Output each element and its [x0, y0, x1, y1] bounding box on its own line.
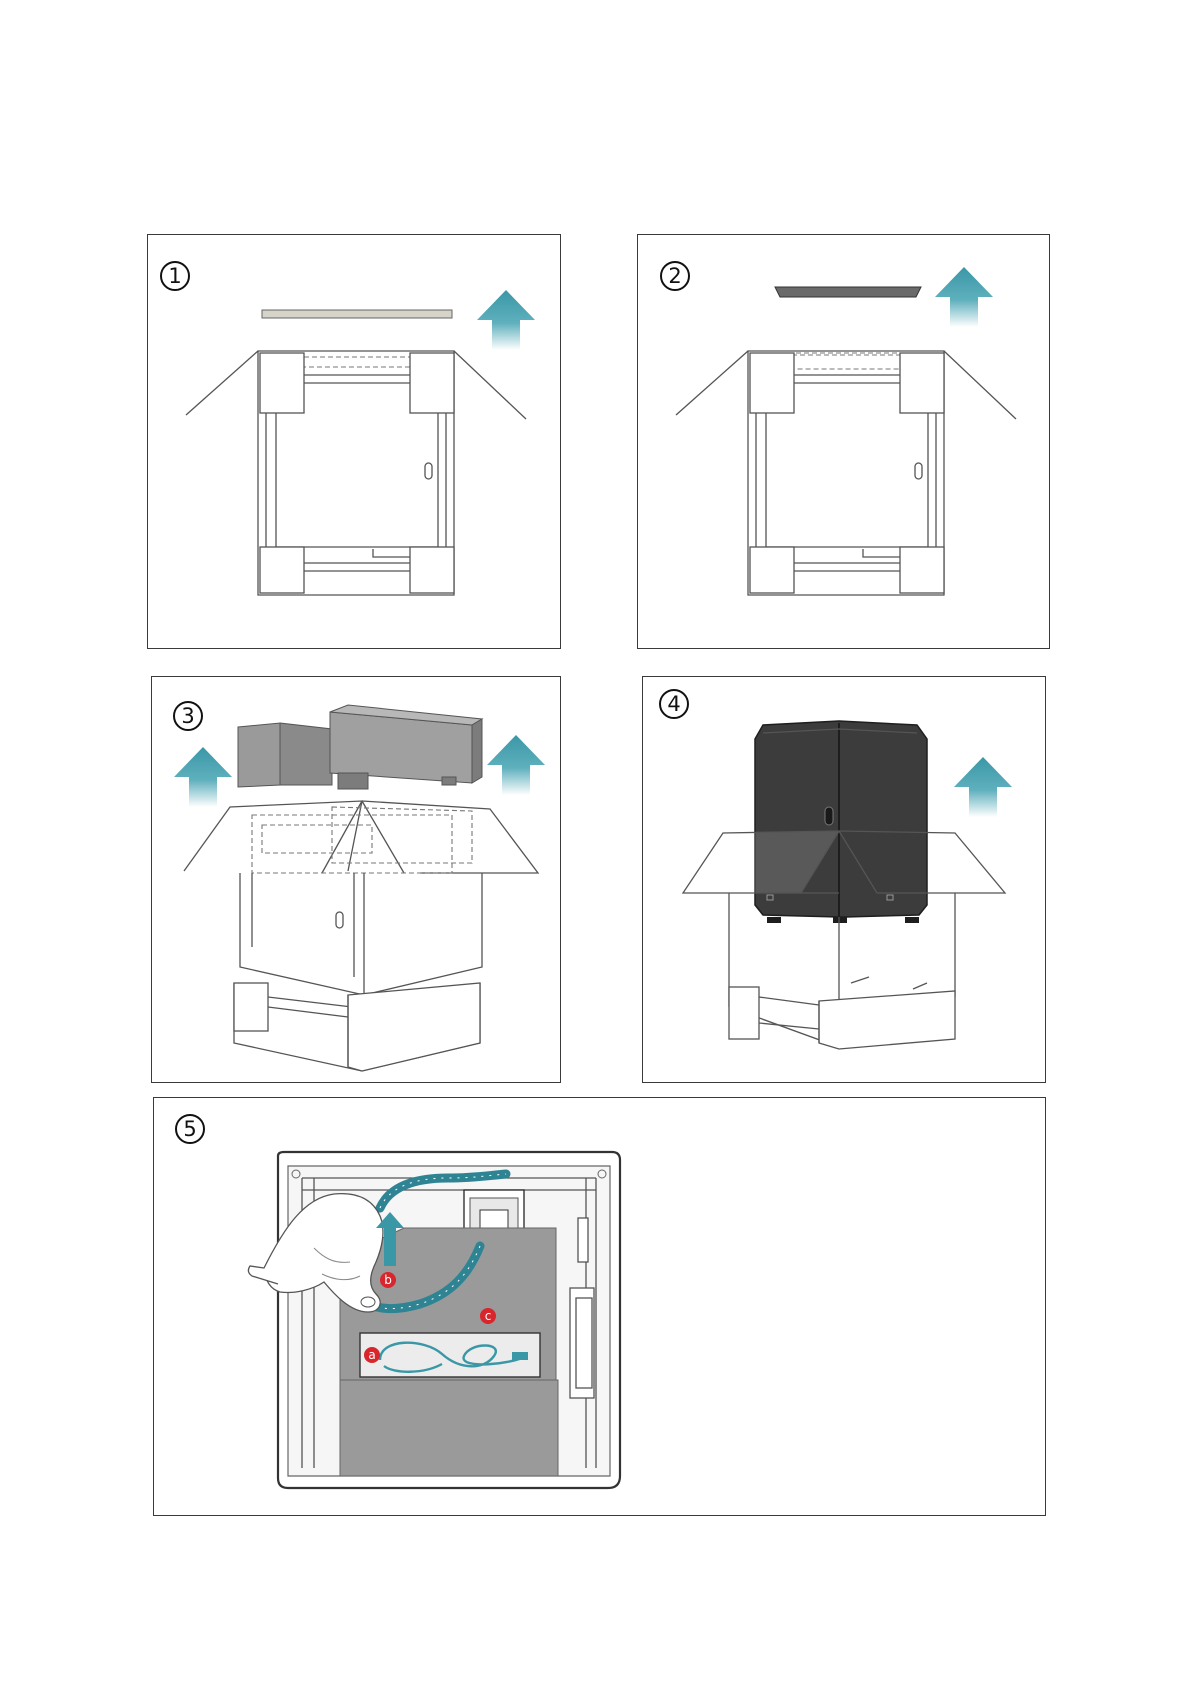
- arrow-up-icon: [174, 747, 232, 807]
- top-foam-blocks: [238, 705, 482, 789]
- step-5-panel: 5: [153, 1097, 1046, 1516]
- svg-text:a: a: [368, 1348, 375, 1362]
- step-5-illustration: b c a: [154, 1098, 1047, 1517]
- accessory-tray: [775, 287, 921, 297]
- arrow-up-icon: [935, 267, 993, 327]
- marker-b: b: [380, 1272, 396, 1288]
- svg-text:c: c: [485, 1309, 492, 1323]
- svg-text:b: b: [384, 1273, 392, 1287]
- step-2-illustration: [638, 235, 1051, 650]
- top-cover-panel: [262, 310, 452, 318]
- step-4-illustration: [643, 677, 1047, 1084]
- step-1-panel: 1: [147, 234, 561, 649]
- marker-a: a: [364, 1347, 380, 1363]
- step-3-illustration: [152, 677, 562, 1084]
- arrow-up-icon: [477, 290, 535, 350]
- step-3-panel: 3: [151, 676, 561, 1083]
- step-1-illustration: [148, 235, 562, 650]
- arrow-up-icon: [487, 735, 545, 795]
- bottom-foam-block: [340, 1380, 558, 1476]
- step-2-panel: 2: [637, 234, 1050, 649]
- step-4-panel: 4: [642, 676, 1046, 1083]
- arrow-up-icon: [954, 757, 1012, 817]
- marker-c: c: [480, 1308, 496, 1324]
